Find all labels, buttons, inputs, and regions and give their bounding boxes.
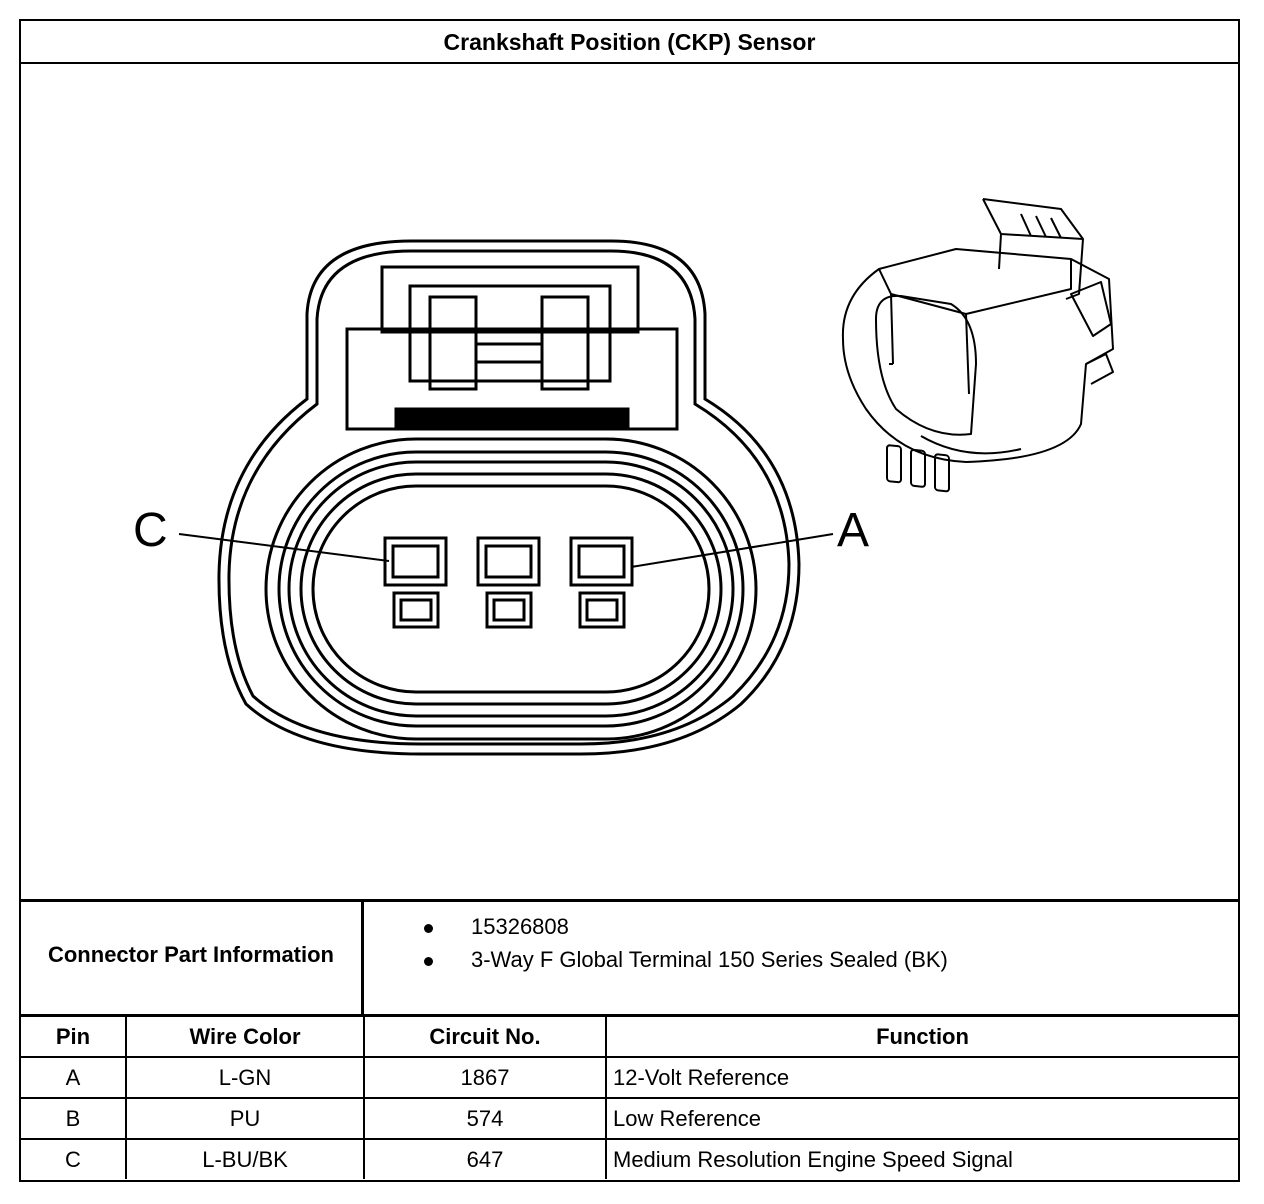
cell-function: Medium Resolution Engine Speed Signal <box>605 1138 1238 1179</box>
cell-function: Low Reference <box>605 1097 1238 1140</box>
table-row: C L-BU/BK 647 Medium Resolution Engine S… <box>21 1138 1238 1179</box>
header-function: Function <box>605 1017 1238 1058</box>
header-pin: Pin <box>21 1017 127 1058</box>
header-wire-color: Wire Color <box>125 1017 365 1058</box>
bullet-icon <box>424 957 433 966</box>
connector-end-view-diagram: C A <box>133 198 1114 756</box>
cell-pin: A <box>21 1056 127 1099</box>
connector-sheet: Crankshaft Position (CKP) Sensor <box>19 19 1240 1182</box>
cell-wire-color: L-BU/BK <box>125 1138 365 1179</box>
table-row: B PU 574 Low Reference <box>21 1097 1238 1140</box>
connector-isometric-illustration <box>841 198 1114 493</box>
cell-pin: B <box>21 1097 127 1140</box>
connector-part-info-label: Connector Part Information <box>21 902 364 1014</box>
cell-circuit-no: 647 <box>363 1138 607 1179</box>
table-header-row: Pin Wire Color Circuit No. Function <box>21 1017 1238 1058</box>
cell-circuit-no: 574 <box>363 1097 607 1140</box>
cell-wire-color: PU <box>125 1097 365 1140</box>
connector-part-info-list: 15326808 3-Way F Global Terminal 150 Ser… <box>366 902 1238 1014</box>
bullet-icon <box>424 924 433 933</box>
cell-circuit-no: 1867 <box>363 1056 607 1099</box>
page-title: Crankshaft Position (CKP) Sensor <box>21 21 1238 64</box>
connector-figure: C A <box>21 64 1238 899</box>
connector-part-info-row: Connector Part Information 15326808 3-Wa… <box>21 899 1238 1017</box>
connector-description: 3-Way F Global Terminal 150 Series Seale… <box>471 947 948 972</box>
header-circuit-no: Circuit No. <box>363 1017 607 1058</box>
table-row: A L-GN 1867 12-Volt Reference <box>21 1056 1238 1099</box>
pin-table: Pin Wire Color Circuit No. Function A L-… <box>21 1017 1238 1179</box>
callout-label-a: A <box>837 504 869 557</box>
cell-wire-color: L-GN <box>125 1056 365 1099</box>
callout-label-c: C <box>133 504 168 557</box>
callout-leader-c <box>178 533 390 562</box>
part-number: 15326808 <box>471 914 569 939</box>
cell-function: 12-Volt Reference <box>605 1056 1238 1099</box>
callout-leader-a <box>630 533 834 568</box>
cell-pin: C <box>21 1138 127 1179</box>
terminal-cavities <box>383 536 634 629</box>
connector-face-outline <box>217 239 801 756</box>
